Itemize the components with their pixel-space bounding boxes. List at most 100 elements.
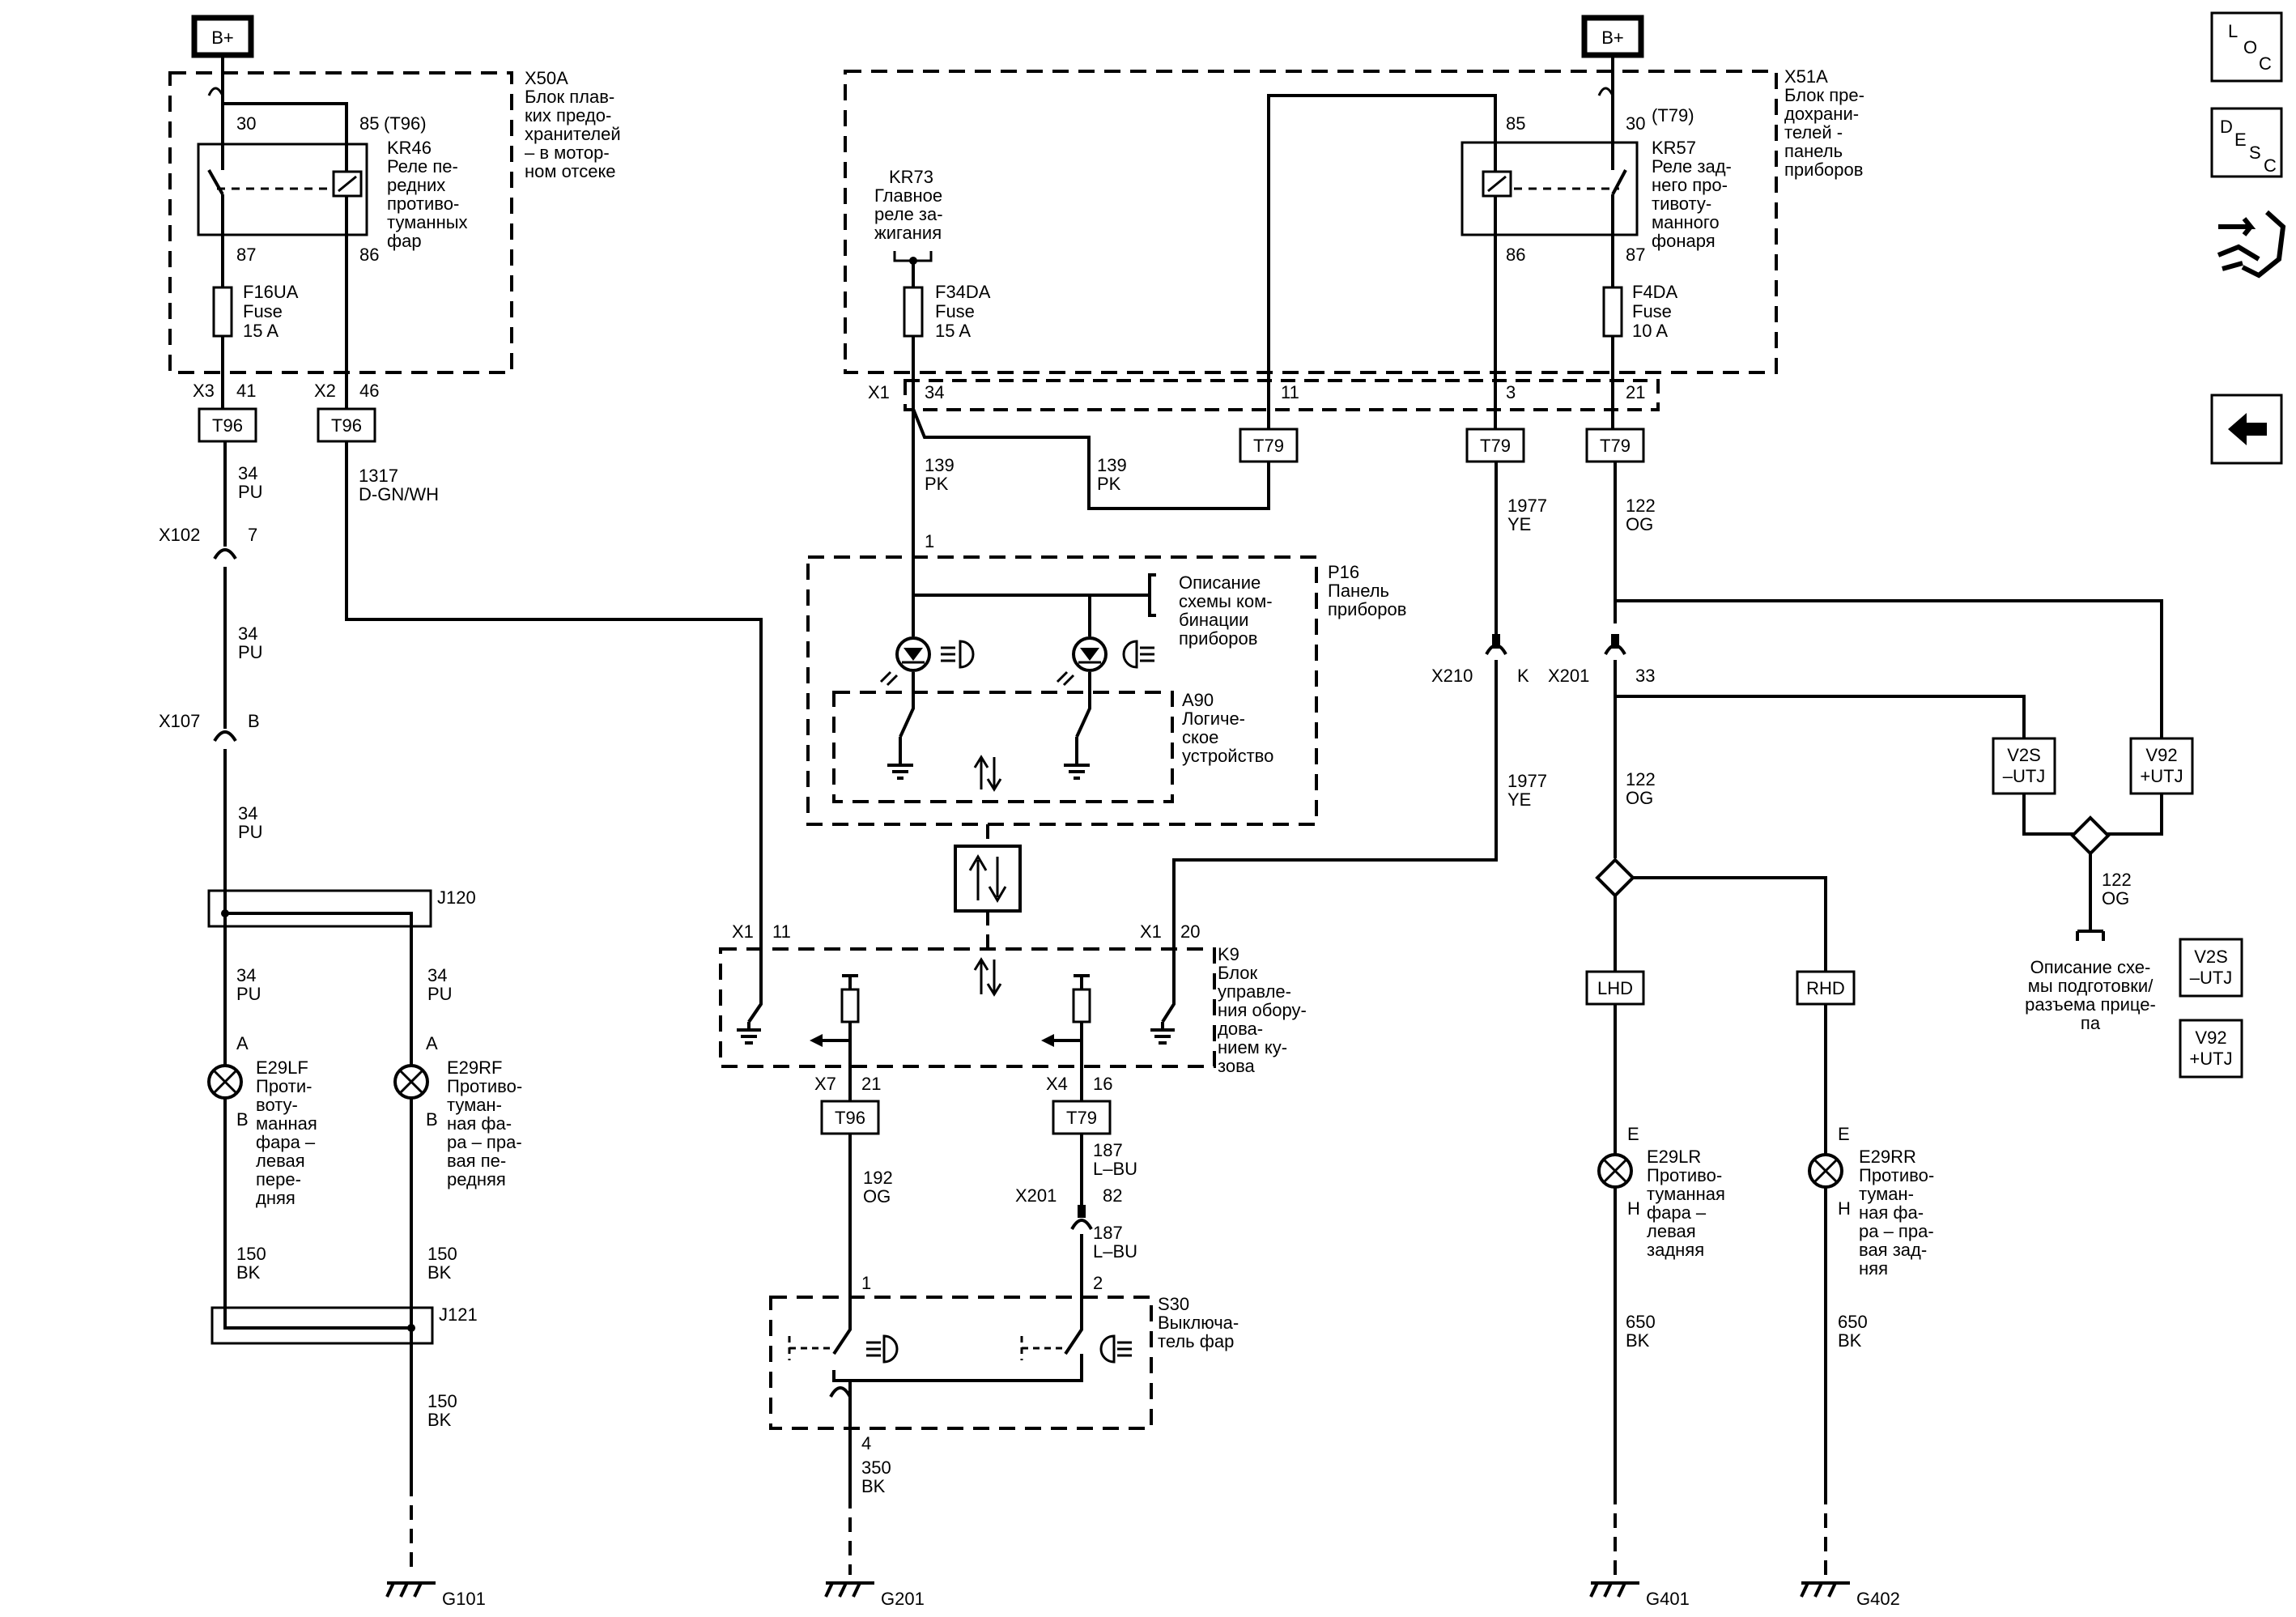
wire-122-a-label: 122 OG [1626,496,1656,534]
bplus-right-label: B+ [1601,28,1624,48]
svg-text:B: B [426,1109,438,1130]
svg-text:X51A: X51A [1784,66,1828,87]
svg-text:A: A [236,1033,249,1053]
svg-text:OG: OG [1626,788,1653,808]
svg-text:K: K [1517,666,1529,686]
svg-text:34: 34 [925,382,944,402]
desc-button[interactable]: D E S C [2210,107,2283,178]
svg-text:A90: A90 [1182,690,1214,710]
k9-input-switch-right-icon [1150,1022,1175,1045]
svg-text:PU: PU [427,984,453,1004]
svg-text:фар: фар [387,231,422,251]
kr46-relay-box [197,143,368,236]
e29lf-lamp-icon [207,1064,243,1100]
svg-text:S30: S30 [1158,1294,1189,1314]
svg-text:E29RF: E29RF [447,1057,502,1078]
svg-text:PK: PK [925,474,949,494]
svg-text:16: 16 [1093,1074,1112,1094]
x107-label: X107 B [159,711,260,731]
svg-text:H: H [1627,1198,1640,1219]
svg-text:33: 33 [1635,666,1655,686]
lhd-rhd-option-splice-icon [1595,857,1635,898]
connector-view-icon[interactable] [2217,210,2286,279]
svg-text:нием ку-: нием ку- [1218,1037,1287,1057]
svg-text:хранителей: хранителей [525,124,621,144]
wire-187-b-label: 187 L–BU [1093,1223,1137,1262]
svg-text:122: 122 [1626,769,1656,789]
j120-label: J120 [437,887,476,908]
svg-text:30: 30 [1626,113,1645,134]
rear-fog-indicator-icon [1056,632,1154,687]
svg-text:вая зад-: вая зад- [1859,1240,1927,1260]
svg-text:34: 34 [427,965,447,985]
svg-text:манного: манного [1652,212,1720,232]
ground-g402-icon [1800,1581,1850,1598]
svg-text:X1: X1 [1140,921,1162,942]
loc-button[interactable]: L O C [2210,11,2283,83]
ground-g201-label: G201 [881,1589,925,1609]
k9-output-driver-right-icon [1041,974,1091,1047]
k9-output-pins: X7 21 X4 16 [814,1074,1112,1094]
svg-text:BK: BK [427,1262,452,1283]
svg-text:122: 122 [1626,496,1656,516]
e29rf-lamp-icon [393,1064,429,1100]
svg-text:BK: BK [1626,1330,1650,1351]
svg-text:ское: ское [1182,727,1218,747]
e29rr-lamp-icon [1808,1153,1843,1189]
j121-label: J121 [439,1304,478,1325]
connector-t79-a [1239,428,1299,463]
svg-text:Fuse: Fuse [1632,301,1672,321]
svg-text:+UTJ: +UTJ [2189,1049,2232,1069]
svg-text:1317: 1317 [359,466,398,486]
svg-text:46: 46 [359,381,379,401]
svg-text:187: 187 [1093,1223,1123,1243]
svg-text:туманных: туманных [387,212,468,232]
loc-button-o: O [2243,37,2257,57]
svg-text:86: 86 [1506,245,1525,265]
loc-button-l: L [2228,21,2238,41]
svg-text:3: 3 [1506,382,1516,402]
svg-text:фара –: фара – [256,1132,316,1152]
svg-text:650: 650 [1838,1312,1868,1332]
connector-t96-c-label: T96 [835,1108,865,1128]
svg-text:тивоту-: тивоту- [1652,194,1711,214]
svg-text:650: 650 [1626,1312,1656,1332]
svg-text:X4: X4 [1046,1074,1068,1094]
x210-label: X210 K [1431,666,1529,686]
svg-text:D-GN/WH: D-GN/WH [359,484,439,504]
svg-text:Проти-: Проти- [256,1076,313,1096]
svg-text:87: 87 [236,245,256,265]
svg-text:V92: V92 [2195,1028,2226,1048]
svg-text:4: 4 [861,1433,871,1453]
wire-650-b-label: 650 BK [1838,1312,1868,1351]
s30-ground-pin: 4 [861,1433,871,1453]
x50a-fusible-link-icon [207,87,224,96]
x50a-pins: X3 41 X2 46 [193,381,379,401]
svg-text:PU: PU [238,822,263,842]
f4da-fuse-icon [1602,286,1623,338]
svg-text:левая: левая [1647,1221,1696,1241]
wire-34-c-label: 34 PU [238,803,263,842]
trailer-description-label: Описание схе- мы подготовки/ разъема при… [2025,957,2156,1033]
svg-text:туманная: туманная [1647,1184,1725,1204]
svg-text:86: 86 [359,245,379,265]
svg-text:L–BU: L–BU [1093,1241,1137,1262]
svg-text:PK: PK [1097,474,1121,494]
a90-box [832,691,1174,803]
svg-text:YE: YE [1507,514,1531,534]
bplus-left: B+ [191,15,254,58]
serial-data-bus-icon [954,845,1022,913]
svg-text:Блок пре-: Блок пре- [1784,85,1864,105]
svg-text:YE: YE [1507,789,1531,810]
loc-button-c: C [2259,53,2272,74]
option-lhd-label: LHD [1597,978,1633,998]
svg-text:E: E [1627,1124,1639,1144]
back-button[interactable] [2210,394,2283,465]
svg-text:350: 350 [861,1457,891,1478]
svg-text:34: 34 [238,463,257,483]
svg-text:BK: BK [427,1410,452,1430]
svg-text:Панель: Панель [1328,581,1389,601]
svg-text:панель: панель [1784,141,1843,161]
svg-text:10 A: 10 A [1632,321,1668,341]
svg-text:редняя: редняя [447,1169,506,1189]
